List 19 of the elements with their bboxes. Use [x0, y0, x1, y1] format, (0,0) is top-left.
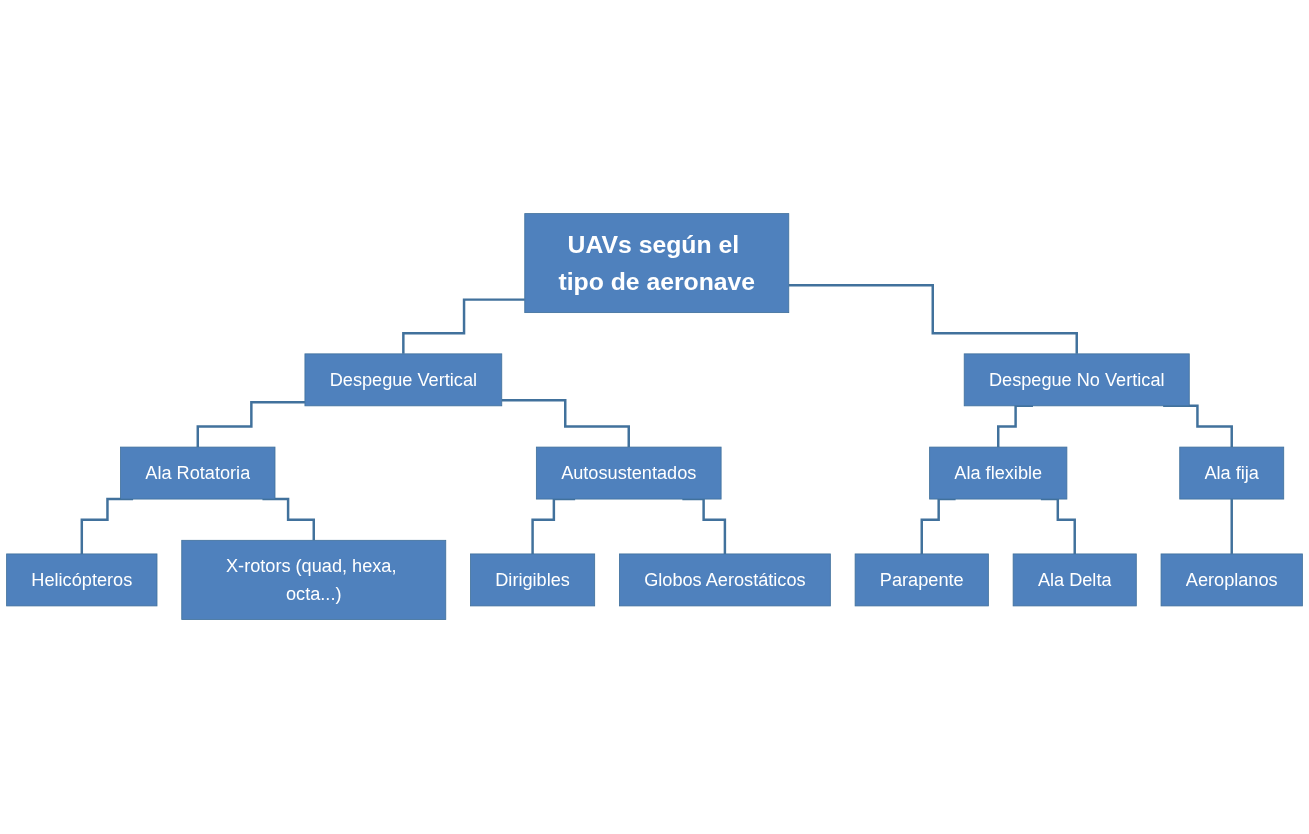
- connector: [402, 298, 525, 356]
- connector: [1230, 498, 1233, 556]
- node-box: X-rotors (quad, hexa, octa...): [181, 540, 447, 621]
- node-box: Helicópteros: [6, 553, 158, 607]
- node-box: Ala flexible: [929, 447, 1068, 500]
- node-box: Globos Aerostáticos: [619, 553, 831, 607]
- connector: [788, 284, 1078, 356]
- node-box: UAVs según el tipo de aeronave: [524, 213, 790, 314]
- node-box: Despegue Vertical: [304, 353, 503, 407]
- connector: [501, 399, 630, 449]
- node-box: Parapente: [854, 553, 989, 607]
- node-box: Despegue No Vertical: [963, 353, 1190, 407]
- node-box: Aeroplanos: [1160, 553, 1303, 607]
- node-box: Autosustentados: [535, 447, 722, 500]
- connector: [196, 401, 305, 449]
- node-box: Dirigibles: [470, 553, 596, 607]
- node-box: Ala Rotatoria: [120, 447, 276, 500]
- node-box: Ala Delta: [1012, 553, 1137, 607]
- node-box: Ala fija: [1179, 447, 1285, 500]
